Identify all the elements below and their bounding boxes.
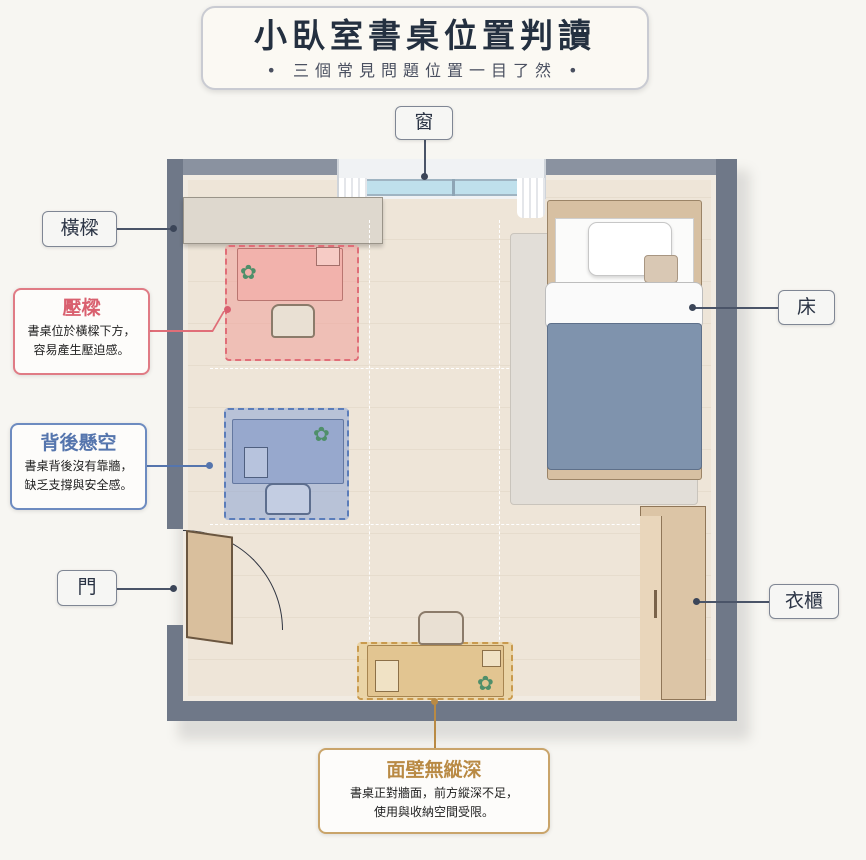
top-wall-left: [167, 159, 337, 175]
title-card: 小臥室書桌位置判讀 • 三個常見問題位置一目了然 •: [201, 6, 649, 90]
window-glass: [347, 179, 536, 196]
door-leaf: [186, 530, 233, 645]
grid-line: [210, 524, 700, 525]
flower-icon: ✿: [477, 671, 494, 695]
window-dot: [421, 173, 428, 180]
window-mullion: [452, 179, 455, 196]
book-icon: [482, 650, 501, 667]
callout-title: 背後懸空: [40, 432, 117, 454]
page-subtitle: • 三個常見問題位置一目了然 •: [266, 61, 584, 80]
callout-desc: 缺乏支撐與安全感。: [24, 478, 133, 492]
callout-desc: 容易產生壓迫感。: [33, 343, 130, 357]
facing-wall-dot: [431, 698, 438, 705]
callout-desc: 書桌背後沒有靠牆，: [24, 459, 133, 473]
callout-desc: 書桌正對牆面，前方縱深不足，: [349, 786, 518, 800]
chair-icon: [271, 304, 315, 338]
callout-title: 壓樑: [62, 297, 101, 319]
callout-title: 面壁無縱深: [386, 759, 482, 781]
callout-back-void: 背後懸空 書桌背後沒有靠牆， 缺乏支撐與安全感。: [10, 423, 147, 510]
label-beam: 橫樑: [42, 211, 117, 247]
callout-facing-wall: 面壁無縱深 書桌正對牆面，前方縱深不足， 使用與收納空間受限。: [318, 748, 550, 834]
label-window: 窗: [395, 106, 453, 140]
left-wall-upper: [167, 159, 183, 529]
wardrobe-dot: [693, 598, 700, 605]
chair-icon: [265, 483, 311, 515]
flower-icon: ✿: [240, 260, 257, 284]
wardrobe-panel: [640, 516, 662, 700]
book-icon: [316, 247, 340, 266]
chair-icon: [418, 611, 464, 645]
window-leader: [424, 140, 426, 176]
bed-dot: [689, 304, 696, 311]
bed-leader: [693, 307, 778, 309]
bottom-wall: [167, 701, 737, 721]
back-void-dot: [206, 462, 213, 469]
left-wall-lower: [167, 625, 183, 721]
label-bed: 床: [778, 290, 835, 325]
flower-icon: ✿: [313, 422, 330, 446]
grid-line: [369, 220, 370, 690]
grid-line: [210, 368, 700, 369]
curtain-icon: [517, 178, 545, 218]
beam-pressure-leader: [150, 330, 212, 332]
label-wardrobe: 衣櫃: [769, 584, 839, 619]
book-icon: [244, 447, 268, 478]
back-void-leader: [147, 465, 209, 467]
door-leader: [117, 588, 172, 590]
door-dot: [170, 585, 177, 592]
bed-duvet-fold: [545, 282, 703, 330]
callout-desc: 書桌位於橫樑下方，: [27, 324, 136, 338]
beam-dot: [170, 225, 177, 232]
bed-blanket: [547, 323, 702, 470]
wardrobe-leader: [697, 601, 769, 603]
beam-leader: [117, 228, 172, 230]
callout-beam-pressure: 壓樑 書桌位於橫樑下方， 容易產生壓迫感。: [13, 288, 150, 375]
page-title: 小臥室書桌位置判讀: [254, 16, 596, 55]
grid-line: [499, 220, 500, 690]
book-icon: [375, 660, 399, 692]
ceiling-beam: [183, 197, 383, 244]
label-door: 門: [57, 570, 117, 606]
beam-pressure-dot: [224, 306, 231, 313]
pillow-icon: [644, 255, 678, 283]
facing-wall-leader: [434, 703, 436, 748]
right-wall: [716, 159, 737, 721]
callout-desc: 使用與收納空間受限。: [373, 805, 494, 819]
top-wall-right: [546, 159, 737, 175]
wardrobe-handle: [654, 590, 657, 618]
